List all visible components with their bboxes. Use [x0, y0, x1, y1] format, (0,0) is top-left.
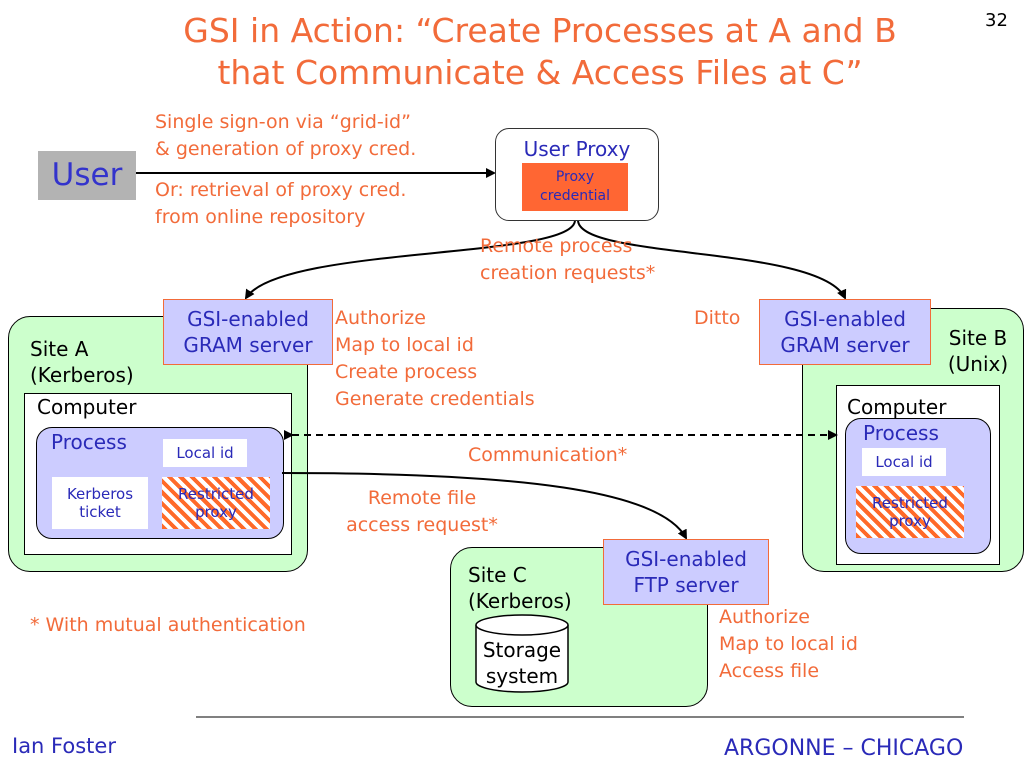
- storage-system-label: Storage system: [476, 637, 568, 689]
- site-a-name-line-1: Site A: [30, 337, 89, 361]
- storage-line-2: system: [485, 664, 559, 688]
- title-line-1: GSI in Action: “Create Processes at A an…: [183, 11, 897, 50]
- storage-cylinder-shape: [475, 614, 569, 693]
- site-c-ftp-server: GSI-enabled FTP server: [603, 539, 769, 605]
- site-b-name-line-1: Site B: [948, 326, 1008, 350]
- file-access-curve: [281, 472, 687, 540]
- site-b-gram-line-1: GSI-enabled: [784, 307, 906, 331]
- ftp-server-line-2: FTP server: [633, 573, 739, 597]
- retrieval-line-2: from online repository: [155, 206, 366, 228]
- site-a-restricted-line-2: proxy: [195, 503, 237, 521]
- proxy-credential: Proxy credential: [522, 163, 628, 211]
- kerberos-ticket-line-1: Kerberos: [66, 485, 134, 503]
- site-b-name-line-2: (Unix): [947, 352, 1009, 376]
- sso-line-2: & generation of proxy cred.: [155, 138, 417, 160]
- remote-file-line-1: Remote file: [367, 487, 477, 509]
- site-b-gram-line-2: GRAM server: [780, 333, 910, 357]
- proxy-credential-line-2: credential: [540, 188, 610, 204]
- ftp-server-line-1: GSI-enabled: [625, 547, 747, 571]
- communication-annotation: Communication*: [468, 444, 628, 466]
- site-b-local-id: Local id: [862, 448, 946, 476]
- proxy-to-site-b-curve: [577, 219, 847, 300]
- site-a-kerberos-ticket: Kerberos ticket: [52, 477, 148, 529]
- remote-process-line-2: creation requests*: [480, 262, 656, 284]
- site-c-name-line-1: Site C: [468, 563, 527, 587]
- site-b-restricted-line-2: proxy: [889, 512, 931, 530]
- site-a-restricted-proxy: Restricted proxy: [162, 477, 270, 529]
- remote-process-annotation: Remote process creation requests*: [480, 233, 655, 287]
- site-b-gram-server: GSI-enabled GRAM server: [759, 299, 931, 365]
- authorize-a-item-1: Authorize: [335, 307, 426, 329]
- site-a-authorize-list: Authorize Map to local id Create process…: [335, 305, 535, 413]
- authorize-c-item-1: Authorize: [719, 606, 810, 628]
- user-box: User: [38, 151, 136, 200]
- site-a-restricted-line-1: Restricted: [178, 485, 254, 503]
- mutual-auth-note: * With mutual authentication: [30, 614, 306, 636]
- site-a-gram-line-1: GSI-enabled: [187, 307, 309, 331]
- proxy-credential-line-1: Proxy: [555, 169, 595, 185]
- proxy-to-site-a-curve: [244, 219, 576, 300]
- title-line-2: that Communicate & Access Files at C”: [217, 53, 863, 92]
- remote-process-line-1: Remote process: [480, 235, 633, 257]
- footer-divider: [196, 716, 964, 718]
- footer-author: Ian Foster: [12, 734, 116, 758]
- site-b-process-label: Process: [863, 421, 939, 445]
- sso-line-1: Single sign-on via “grid-id”: [155, 111, 411, 133]
- site-a-computer-label: Computer: [37, 395, 137, 419]
- remote-file-annotation: Remote file access request*: [326, 485, 518, 539]
- sso-annotation: Single sign-on via “grid-id” & generatio…: [155, 109, 416, 163]
- site-a-process-label: Process: [51, 430, 127, 454]
- ditto-annotation: Ditto: [694, 307, 741, 329]
- authorize-a-item-4: Generate credentials: [335, 388, 535, 410]
- storage-line-1: Storage: [482, 638, 562, 662]
- remote-file-line-2: access request*: [346, 514, 498, 536]
- kerberos-ticket-line-2: ticket: [79, 503, 121, 521]
- site-b-label: Site B (Unix): [942, 325, 1014, 377]
- retrieval-annotation: Or: retrieval of proxy cred. from online…: [155, 177, 406, 231]
- site-a-gram-line-2: GRAM server: [183, 333, 313, 357]
- site-c-authorize-list: Authorize Map to local id Access file: [719, 604, 858, 685]
- site-b-restricted-proxy: Restricted proxy: [856, 486, 964, 538]
- authorize-a-item-3: Create process: [335, 361, 478, 383]
- footer-organization: ARGONNE – CHICAGO: [724, 736, 964, 761]
- slide-title: GSI in Action: “Create Processes at A an…: [60, 10, 1020, 94]
- retrieval-line-1: Or: retrieval of proxy cred.: [155, 179, 407, 201]
- site-c-name-line-2: (Kerberos): [468, 589, 572, 613]
- site-a-label: Site A (Kerberos): [30, 336, 134, 388]
- authorize-a-item-2: Map to local id: [335, 334, 474, 356]
- authorize-c-item-3: Access file: [719, 660, 820, 682]
- site-b-restricted-line-1: Restricted: [872, 494, 948, 512]
- site-a-gram-server: GSI-enabled GRAM server: [163, 299, 333, 365]
- user-proxy-title: User Proxy: [523, 137, 631, 161]
- site-a-name-line-2: (Kerberos): [30, 363, 134, 387]
- site-b-computer-label: Computer: [847, 395, 947, 419]
- site-c-label: Site C (Kerberos): [468, 562, 572, 614]
- page-number: 32: [985, 10, 1008, 31]
- site-a-local-id: Local id: [163, 439, 247, 467]
- authorize-c-item-2: Map to local id: [719, 633, 858, 655]
